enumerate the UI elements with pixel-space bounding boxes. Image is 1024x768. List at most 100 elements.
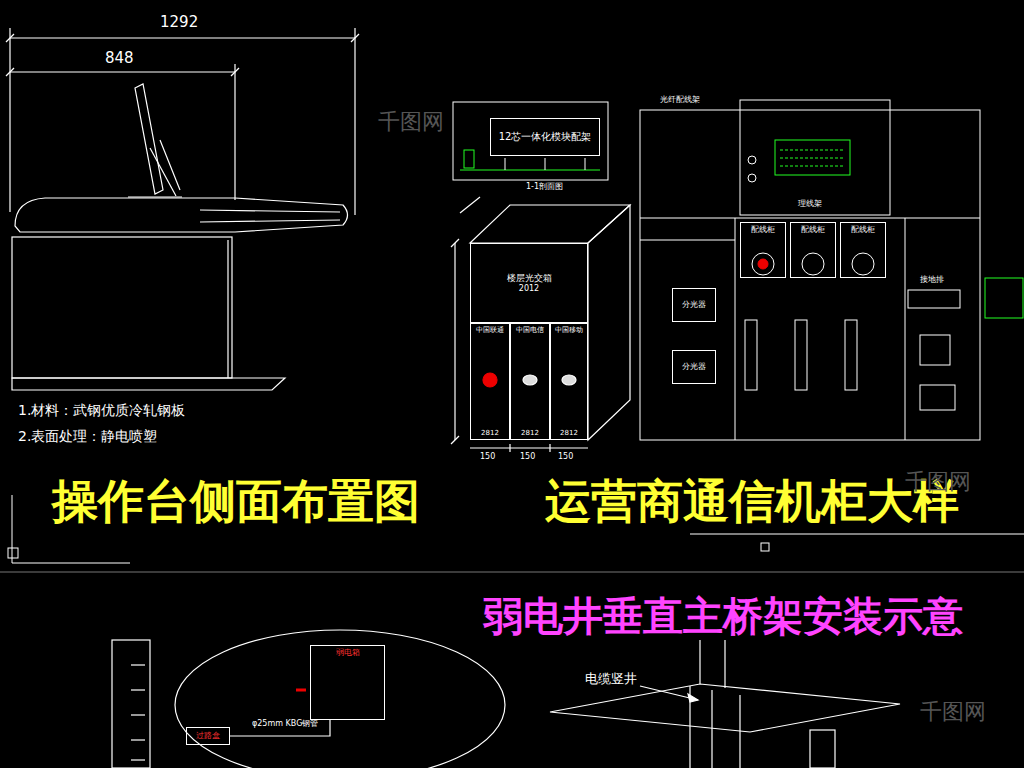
- edge-label: φ25mm KBG钢管: [250, 720, 320, 729]
- drawing-title: 操作台侧面布置图: [52, 476, 420, 527]
- dimension: 1292: [160, 14, 198, 31]
- module-frame-section: [453, 102, 608, 180]
- cabinet-isometric: [483, 373, 497, 387]
- box-text: 过路盒: [196, 731, 220, 740]
- box-text: 中国电信: [516, 326, 544, 334]
- module-frame-section: [505, 158, 506, 170]
- console-side-view: [234, 64, 235, 200]
- wall-box: 弱电箱: [310, 645, 385, 720]
- console-side-view: [9, 28, 10, 212]
- dimension: 150: [520, 453, 535, 462]
- room-plan: [745, 320, 757, 390]
- cabinet-isometric: [588, 205, 630, 440]
- shaft-detail: [131, 714, 145, 715]
- cabinet-isometric: [562, 375, 576, 385]
- room-plan: [920, 335, 950, 365]
- room-plan: [795, 320, 807, 390]
- cabinet-isometric: [523, 375, 537, 385]
- room-plan: [985, 278, 1023, 318]
- cabinet-isometric: [451, 197, 630, 452]
- watermark: 千图网: [905, 470, 971, 494]
- coordinate-axis-icon: [12, 563, 130, 564]
- drawing-title: 弱电井垂直主桥架安装示意: [483, 594, 963, 638]
- shaft-detail: [131, 759, 145, 760]
- cabinet-compartment: 中国联通 2812: [470, 323, 510, 440]
- room-plan: [752, 253, 774, 275]
- box-text: 配线柜: [751, 225, 775, 234]
- cable-tray-isometric: [810, 730, 835, 768]
- splitter-box: 分光器: [672, 288, 716, 322]
- cable-tray-isometric: [711, 690, 712, 768]
- room-plan: [740, 100, 890, 215]
- cable-tray-isometric: [699, 640, 700, 684]
- box-text: 2812: [521, 429, 539, 437]
- cabinet-isometric: [460, 197, 480, 213]
- room-plan: [748, 156, 756, 164]
- console-side-view: [6, 28, 359, 390]
- console-side-view: [12, 378, 285, 390]
- splitter-box: 分光器: [672, 350, 716, 384]
- cable-tray-isometric: [550, 640, 900, 768]
- box-text: 中国移动: [555, 326, 583, 334]
- module-frame-section: [545, 158, 546, 170]
- room-plan: [920, 385, 955, 410]
- room-plan: [802, 253, 824, 275]
- room-plan: [908, 290, 960, 308]
- console-side-view: [200, 220, 340, 222]
- console-side-view: [135, 84, 163, 194]
- box-text: 分光器: [682, 300, 706, 309]
- console-side-view: [6, 34, 14, 42]
- shaft-detail: [131, 739, 145, 740]
- shaft-detail: [296, 689, 306, 692]
- rack-column: 配线柜: [790, 222, 836, 278]
- room-plan: [758, 259, 768, 269]
- room-plan: [775, 140, 850, 175]
- cabinet-isometric: [451, 239, 459, 247]
- cabinet-isometric: [451, 436, 459, 444]
- module-frame-section: [453, 102, 608, 180]
- box-text: 12芯一体化模块配架: [499, 131, 592, 143]
- rack-column: 配线柜: [840, 222, 886, 278]
- box-text: 2012: [519, 284, 539, 293]
- console-side-view: [354, 28, 355, 215]
- room-plan: [780, 166, 845, 167]
- box-text: 2812: [560, 429, 578, 437]
- console-side-view: [10, 37, 355, 38]
- shaft-detail: [131, 664, 145, 665]
- box-text: 2812: [481, 429, 499, 437]
- room-plan: [640, 240, 735, 241]
- dimension: 150: [480, 453, 495, 462]
- shaft-detail: [112, 630, 505, 768]
- cabinet-compartment: 中国电信 2812: [510, 323, 550, 440]
- dimension: 848: [105, 50, 134, 67]
- title-underline: [761, 543, 769, 551]
- room-plan: [780, 158, 845, 159]
- console-side-view: [12, 237, 232, 378]
- module-frame-section: [585, 158, 586, 170]
- cabinet-compartment: 中国移动 2812: [550, 323, 588, 440]
- shaft-detail: [175, 630, 505, 768]
- cabinet-top-panel: 楼层光交箱2012: [470, 243, 588, 323]
- cabinet-isometric: [470, 447, 588, 448]
- coordinate-axis-icon: [12, 495, 13, 563]
- console-side-view: [160, 140, 180, 190]
- watermark: 千图网: [378, 110, 444, 134]
- box-text: 配线柜: [851, 225, 875, 234]
- console-side-view: [231, 68, 239, 76]
- cabinet-isometric: [470, 205, 630, 243]
- room-plan: [640, 100, 1023, 440]
- console-side-view: [150, 148, 176, 196]
- box-text: 配线柜: [801, 225, 825, 234]
- module-frame-section: [464, 150, 474, 168]
- box-text: 中国联通: [476, 326, 504, 334]
- part-name: 电缆竖井: [585, 672, 637, 686]
- rack-column: 配线柜: [740, 222, 786, 278]
- cable-tray-isometric: [739, 695, 740, 768]
- title-underline: [690, 534, 1024, 535]
- console-side-view: [6, 68, 14, 76]
- finish-note: 2.表面处理：静电喷塑: [18, 429, 157, 444]
